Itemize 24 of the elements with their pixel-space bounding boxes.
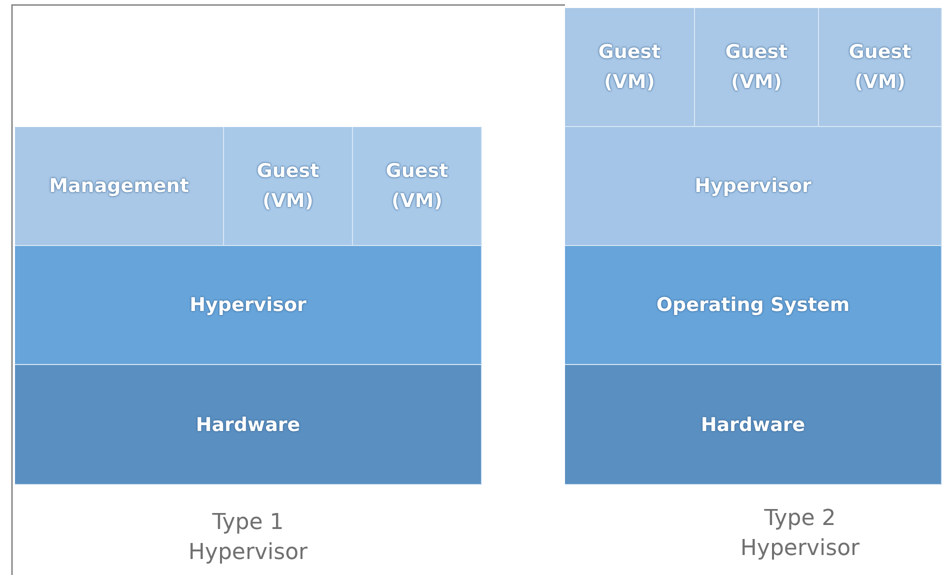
layer-box bbox=[353, 127, 482, 246]
layer-label: Operating System bbox=[656, 293, 850, 318]
layer-label: Guest (VM) bbox=[724, 40, 789, 95]
layer-label: Guest (VM) bbox=[848, 40, 912, 95]
layer-box bbox=[224, 127, 353, 246]
layer-label: Management bbox=[49, 174, 189, 199]
layer-label: Hardware bbox=[196, 412, 300, 438]
layer-label: Hypervisor bbox=[190, 293, 306, 318]
layer-box bbox=[565, 8, 695, 127]
stack-caption: Type 2 Hypervisor bbox=[739, 505, 861, 563]
layer-box bbox=[565, 246, 942, 365]
layer-box bbox=[819, 8, 942, 127]
layer-label: Guest (VM) bbox=[597, 40, 662, 95]
stack-caption: Type 1 Hypervisor bbox=[187, 509, 309, 567]
layer-label: Guest (VM) bbox=[256, 159, 320, 214]
layer-box bbox=[695, 8, 819, 127]
layer-box bbox=[565, 127, 942, 246]
layer-box bbox=[15, 246, 482, 365]
layer-label: Hardware bbox=[700, 412, 806, 438]
layer-label: Hypervisor bbox=[694, 174, 812, 199]
layer-box bbox=[565, 365, 942, 485]
layer-box bbox=[15, 365, 482, 485]
layer-box bbox=[15, 127, 224, 246]
layer-label: Guest (VM) bbox=[384, 159, 450, 214]
